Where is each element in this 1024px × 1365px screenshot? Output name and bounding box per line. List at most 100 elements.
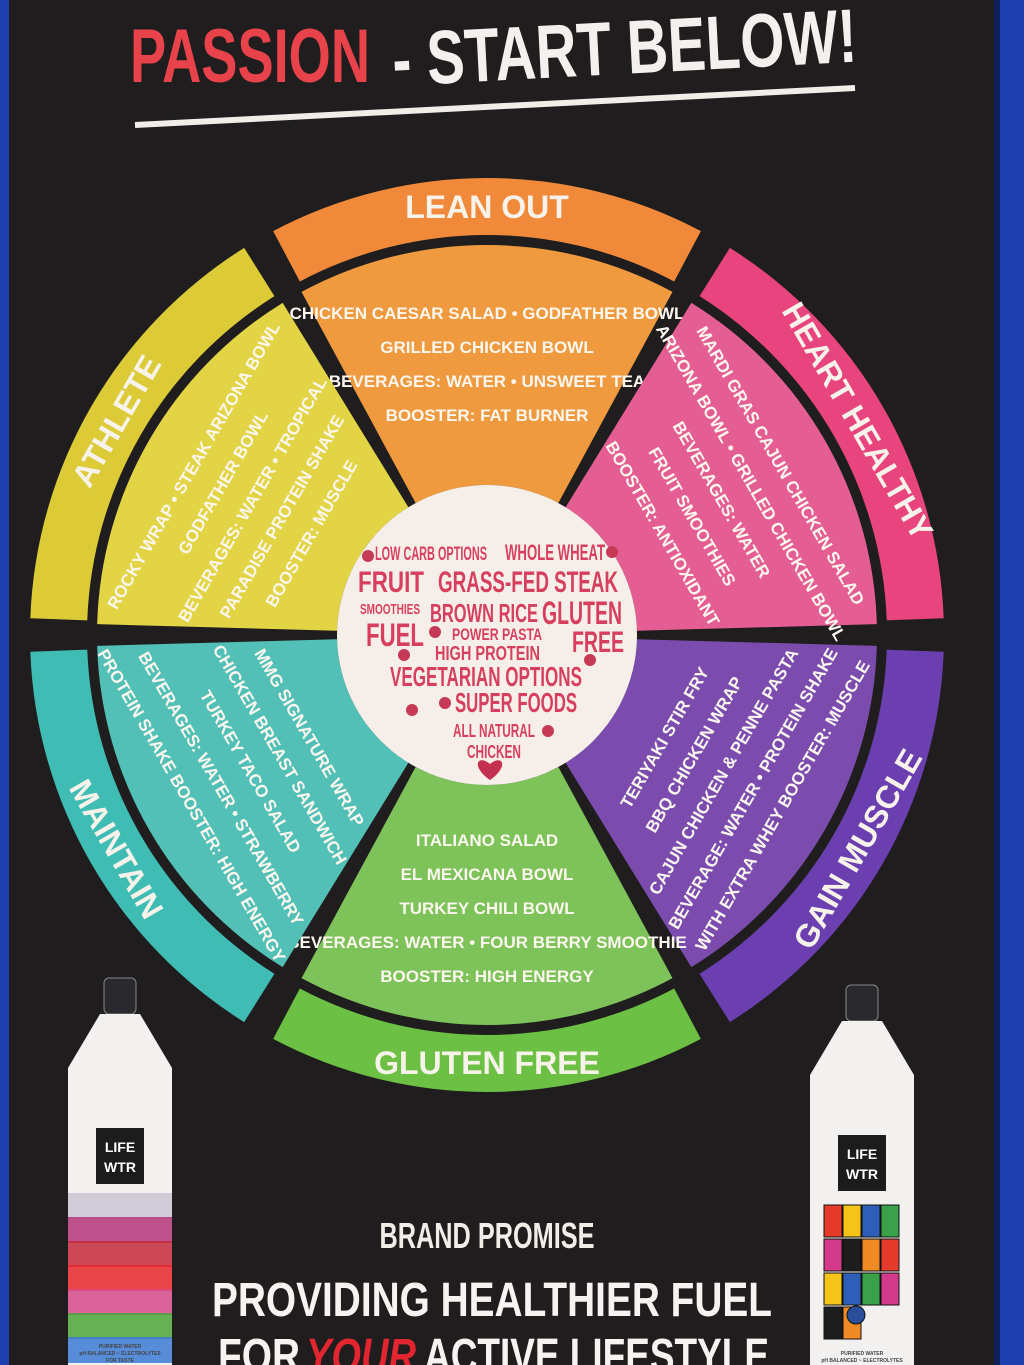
fine-print: FOR TASTE xyxy=(106,1358,135,1364)
promise-line-2-active-lifestyle: ACTIVE LIFESTYLE xyxy=(424,1330,769,1365)
segment-label: LEAN OUT xyxy=(405,189,569,225)
bottle-art-patch xyxy=(842,1272,862,1306)
bottle-cap xyxy=(103,977,137,1015)
bottle-art-patch xyxy=(842,1204,862,1238)
food-doodle-icon xyxy=(542,725,554,737)
ring-band xyxy=(273,988,701,1092)
segment-lean-out: LEAN OUT CHICKEN CAESAR SALAD • GODFATHER… xyxy=(273,178,701,504)
logo-line-2: WTR xyxy=(104,1159,136,1175)
bottle-cap xyxy=(845,984,879,1022)
ring-band xyxy=(30,247,275,621)
fine-print: PURIFIED WATER xyxy=(99,1344,142,1350)
eye-art-icon xyxy=(846,1305,866,1325)
bottle-art-stripe xyxy=(68,1313,172,1339)
life-wtr-logo xyxy=(838,1135,886,1191)
food-doodle-icon xyxy=(439,697,451,709)
bottle-art-patch xyxy=(880,1272,900,1306)
segment-menu: CHICKEN CAESAR SALAD • GODFATHER BOWL GRI… xyxy=(290,304,685,425)
bottle-art-patch xyxy=(823,1272,843,1306)
fine-print: pH BALANCED ~ ELECTROLYTES xyxy=(79,1351,161,1357)
heart-word-brown-rice: BROWN RICE xyxy=(430,598,538,628)
frame-left-edge xyxy=(0,0,9,1365)
bottle-art-patch xyxy=(861,1238,881,1272)
promise-line-2-your: YOUR xyxy=(306,1330,416,1365)
ring-band xyxy=(30,649,275,1023)
segment-wedge xyxy=(301,244,673,504)
segment-wedge xyxy=(97,639,409,968)
bottle-art-stripe xyxy=(68,1289,172,1315)
bottle-art-stripe xyxy=(68,1193,172,1219)
heart-word-grass-fed: GRASS-FED STEAK xyxy=(438,566,618,599)
ring-band xyxy=(699,649,944,1023)
food-doodle-icon xyxy=(606,546,618,558)
heart-word-gluten: GLUTEN xyxy=(542,595,622,631)
bottle-art-patch xyxy=(861,1204,881,1238)
menu-line: BEVERAGES: WATER • FOUR BERRY SMOOTHIE xyxy=(287,933,687,952)
heart-word-free: FREE xyxy=(572,626,624,659)
brand-promise-heading: BRAND PROMISE xyxy=(380,1215,595,1256)
bottle-art-stripe xyxy=(68,1217,172,1243)
bottle-art-patch xyxy=(823,1204,843,1238)
fine-print: pH BALANCED ~ ELECTROLYTES xyxy=(821,1358,903,1364)
logo-line-1: LIFE xyxy=(847,1146,877,1162)
bottle-art-patch xyxy=(861,1272,881,1306)
heart-word-high-protein: HIGH PROTEIN xyxy=(435,643,540,665)
small-heart-icon xyxy=(477,760,503,780)
menu-line: TURKEY CHILI BOWL xyxy=(399,899,574,918)
heart-word-smoothies: SMOOTHIES xyxy=(360,601,420,618)
title-passion: PASSION xyxy=(130,14,370,99)
food-doodle-icon xyxy=(406,704,418,716)
food-doodle-icon xyxy=(398,649,410,661)
food-doodle-icon xyxy=(584,654,596,666)
heart-word-fuel: FUEL xyxy=(366,617,424,653)
segment-wedge xyxy=(565,302,877,631)
segment-menu: ITALIANO SALAD EL MEXICANA BOWL TURKEY CHI… xyxy=(287,831,687,986)
heart-word-fruit: FRUIT xyxy=(358,566,424,599)
heart-word-power-pasta: POWER PASTA xyxy=(452,625,542,644)
menu-line: CHICKEN CAESAR SALAD • GODFATHER BOWL xyxy=(290,304,685,323)
life-wtr-logo xyxy=(96,1128,144,1184)
frame-shadow xyxy=(994,0,1000,1365)
bottle-art-patch xyxy=(880,1238,900,1272)
menu-line: BOOSTER: HIGH ENERGY xyxy=(380,967,594,986)
menu-line: ITALIANO SALAD xyxy=(416,831,558,850)
bottle-art-patch xyxy=(823,1238,843,1272)
bottle-art-patch xyxy=(880,1204,900,1238)
nutrition-wheel: LEAN OUT CHICKEN CAESAR SALAD • GODFATHER… xyxy=(30,178,944,1092)
fine-print: PURIFIED WATER xyxy=(841,1351,884,1357)
ring-band xyxy=(699,247,944,621)
segment-wedge xyxy=(301,766,673,1026)
menu-line: EL MEXICANA BOWL xyxy=(401,865,574,884)
segment-wedge xyxy=(565,639,877,968)
food-doodle-icon xyxy=(429,626,441,638)
bottle-art-stripe xyxy=(68,1337,172,1363)
bottle-art-patch xyxy=(842,1238,862,1272)
heart-word-vegetarian: VEGETARIAN OPTIONS xyxy=(390,661,582,692)
heart-word-super-foods: SUPER FOODS xyxy=(455,687,577,718)
ring-band xyxy=(273,178,701,282)
heart-word-whole-wheat: WHOLE WHEAT xyxy=(505,540,605,565)
segment-wedge xyxy=(97,302,409,631)
logo-line-2: WTR xyxy=(846,1166,878,1182)
promise-line-1: PROVIDING HEALTHIER FUEL xyxy=(212,1274,772,1327)
segment-gluten-free: GLUTEN FREE ITALIANO SALAD EL MEXICANA BOW… xyxy=(273,766,701,1092)
segment-label: GLUTEN FREE xyxy=(374,1045,600,1081)
heart-word-all-natural: ALL NATURAL xyxy=(453,721,535,741)
logo-line-1: LIFE xyxy=(105,1139,135,1155)
menu-line: BEVERAGES: WATER • UNSWEET TEA xyxy=(329,372,645,391)
menu-line: BOOSTER: FAT BURNER xyxy=(386,406,589,425)
menu-line: GRILLED CHICKEN BOWL xyxy=(380,338,593,357)
bottle-art-patch xyxy=(823,1306,843,1340)
center-heart-word-cloud: LOW CARB OPTIONS WHOLE WHEAT FRUIT GRASS-FE… xyxy=(358,540,624,780)
food-doodle-icon xyxy=(362,550,374,562)
promise-line-2-for: FOR xyxy=(218,1330,300,1365)
heart-word-low-carb: LOW CARB OPTIONS xyxy=(375,544,487,565)
bottle-art-stripe xyxy=(68,1265,172,1291)
heart-word-chicken: CHICKEN xyxy=(467,742,521,762)
